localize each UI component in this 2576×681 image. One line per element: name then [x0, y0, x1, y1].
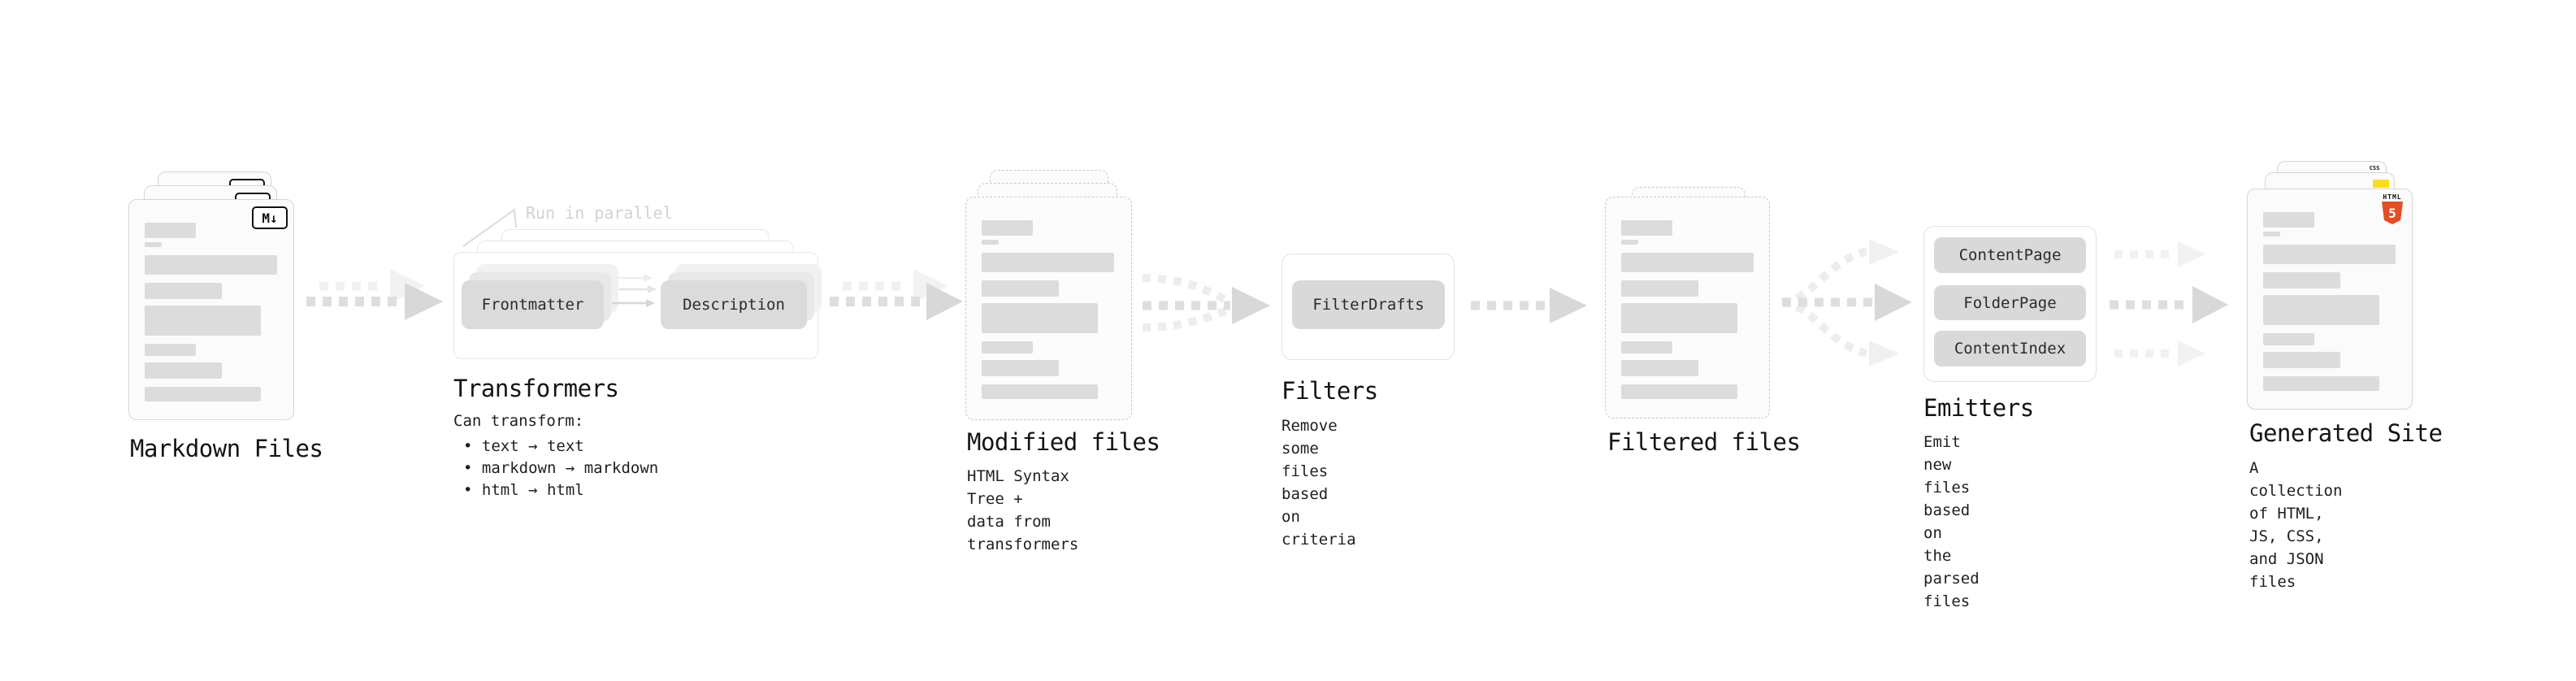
run-in-parallel-leader-line — [462, 208, 517, 247]
html5-icon: HTML 5 — [2381, 193, 2404, 224]
generated-site-label: Generated Site — [2249, 419, 2443, 447]
flow-arrow-modified-to-filters — [1142, 274, 1270, 332]
markdown-files-label: Markdown Files — [130, 435, 323, 462]
placeholder-text-bar — [982, 240, 999, 245]
placeholder-text-bar — [982, 280, 1059, 297]
placeholder-text-bar — [982, 253, 1114, 272]
filters-description: Remove some files based on criteria — [1281, 417, 1356, 549]
generated-site-stack: CSS HTML 5 — [2247, 161, 2413, 410]
filterdrafts-node: FilterDrafts — [1292, 280, 1445, 329]
markdown-file-stack: M↓ M↓ M↓ — [128, 171, 294, 420]
modified-files-label: Modified files — [967, 428, 1160, 456]
placeholder-text-bar — [145, 387, 261, 401]
placeholder-text-bar — [2263, 272, 2340, 288]
placeholder-text-bar — [2263, 232, 2280, 236]
placeholder-text-bar — [1621, 280, 1698, 297]
placeholder-text-bar — [145, 362, 222, 379]
filters-label: Filters — [1281, 377, 1378, 405]
transformers-label: Transformers — [453, 375, 619, 402]
emitter-node-contentindex: ContentIndex — [1934, 331, 2086, 367]
placeholder-text-bar — [1621, 220, 1672, 236]
placeholder-text-bar — [982, 220, 1033, 236]
flow-arrow-transformers-to-modified — [830, 269, 963, 320]
transform-bullet: • markdown → markdown — [463, 459, 659, 477]
markdown-file-front: M↓ — [128, 199, 294, 420]
placeholder-text-bar — [2263, 376, 2379, 391]
transformers-bullets: • text → text • markdown → markdown • ht… — [463, 436, 658, 501]
generated-site-description: A collection of HTML, JS, CSS, and JSON … — [2249, 459, 2343, 591]
emitter-node-contentpage: ContentPage — [1934, 237, 2086, 273]
modified-file-stack — [965, 170, 1132, 420]
emitter-node-folderpage: FolderPage — [1934, 285, 2086, 320]
markdown-badge-icon: M↓ — [252, 206, 288, 229]
placeholder-text-bar — [145, 283, 222, 299]
placeholder-text-bar — [982, 341, 1033, 354]
placeholder-text-bar — [2263, 295, 2379, 325]
parallel-transform-arrows — [612, 274, 657, 307]
placeholder-text-bar — [1621, 360, 1698, 376]
flow-arrow-filtered-to-emitters — [1781, 239, 1912, 367]
modified-file-front — [965, 197, 1132, 420]
placeholder-text-bar — [2263, 245, 2396, 264]
placeholder-text-bar — [982, 384, 1098, 399]
placeholder-text-bar — [982, 303, 1098, 333]
run-in-parallel-annotation: Run in parallel — [526, 203, 673, 223]
placeholder-text-bar — [1621, 303, 1737, 333]
transformers-subheading: Can transform: — [453, 412, 584, 430]
placeholder-text-bar — [145, 223, 196, 238]
placeholder-text-bar — [145, 255, 277, 275]
placeholder-text-bar — [1621, 384, 1737, 399]
transform-bullet: • text → text — [463, 437, 584, 455]
frontmatter-node: Frontmatter — [462, 280, 604, 329]
transform-bullet: • html → html — [463, 481, 584, 499]
html-file-card: HTML 5 — [2247, 189, 2413, 410]
placeholder-text-bar — [1621, 341, 1672, 354]
placeholder-text-bar — [145, 344, 196, 356]
flow-arrow-filters-to-filtered — [1471, 288, 1587, 323]
placeholder-text-bar — [1621, 253, 1754, 272]
placeholder-text-bar — [145, 242, 162, 247]
placeholder-text-bar — [2263, 352, 2340, 368]
description-node: Description — [661, 280, 807, 329]
filtered-files-label: Filtered files — [1607, 428, 1801, 456]
modified-files-description: HTML Syntax Tree + data from transformer… — [967, 467, 1079, 553]
flow-arrow-markdown-to-transformers — [306, 269, 443, 320]
placeholder-text-bar — [145, 306, 261, 336]
emitters-label: Emitters — [1923, 394, 2034, 422]
placeholder-text-bar — [2263, 333, 2314, 345]
javascript-icon — [2373, 180, 2389, 188]
emitters-description: Emit new files based on the parsed files — [1923, 433, 1980, 610]
filtered-file-front — [1605, 197, 1770, 419]
flow-arrow-emitters-to-site — [2110, 241, 2228, 367]
placeholder-text-bar — [1621, 240, 1638, 245]
placeholder-text-bar — [982, 360, 1059, 376]
filtered-file-stack — [1605, 187, 1770, 419]
placeholder-text-bar — [2263, 212, 2314, 228]
